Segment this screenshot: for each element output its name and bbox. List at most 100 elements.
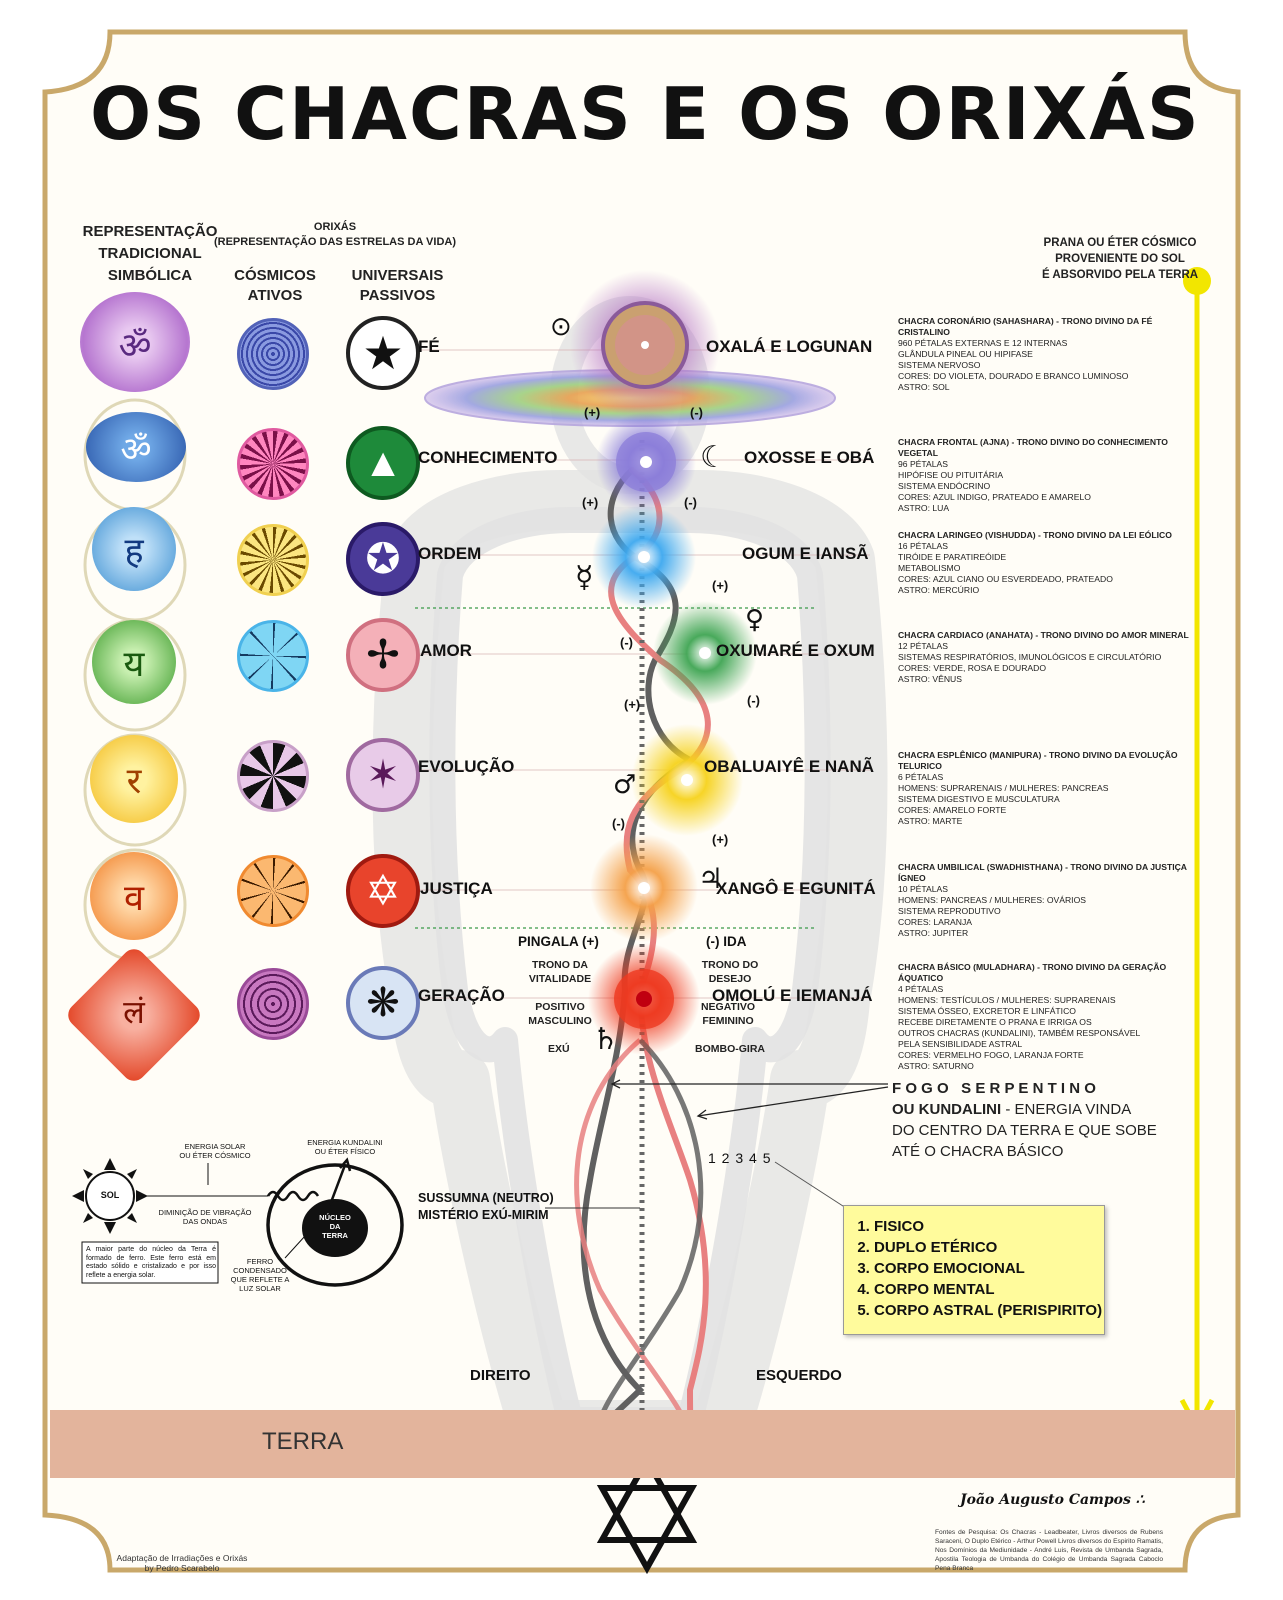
kundalini-heading: F O G O S E R P E N T I N O <box>892 1080 1096 1097</box>
solar-plexus-symbol-glyph: र <box>126 761 142 802</box>
info-line: SISTEMA REPRODUTIVO <box>898 906 1001 916</box>
ida-label: (-) IDA <box>706 934 747 949</box>
orixas-header-subtitle: (REPRESENTAÇÃO DAS ESTRELAS DA VIDA) <box>213 236 457 248</box>
polarity-minus: (-) <box>690 405 703 420</box>
info-title: CHACRA CORONÁRIO (SAHASHARA) - TRONO DIV… <box>898 316 1153 337</box>
orixa-oxala-logunan: OXALÁ E LOGUNAN <box>706 337 873 356</box>
info-esplenico: CHACRA ESPLÊNICO (MANIPURA) - TRONO DIVI… <box>898 750 1198 827</box>
info-line: METABOLISMO <box>898 563 961 573</box>
saturn-glyph-icon: ♄ <box>592 1022 619 1057</box>
info-coronario: CHACRA CORONÁRIO (SAHASHARA) - TRONO DIV… <box>898 316 1198 393</box>
cosmic-spiral-icon <box>237 318 309 390</box>
trono-vitalidade-line: VITALIDADE <box>528 973 592 985</box>
star-five-icon: ★ <box>346 316 420 390</box>
energia-solar-line: ENERGIA SOLAR <box>184 1142 246 1151</box>
symbolic-header-line: SIMBÓLICA <box>107 267 193 284</box>
info-line: ASTRO: LUA <box>898 503 950 513</box>
crown-symbol-icon <box>80 292 190 392</box>
info-line: CORES: VERDE, ROSA E DOURADO <box>898 663 1047 673</box>
prana-header-line: PRANA OU ÉTER CÓSMICO <box>1043 237 1197 249</box>
info-laringeo: CHACRA LARINGEO (VISHUDDA) - TRONO DIVIN… <box>898 530 1198 596</box>
body-item: CORPO ASTRAL (PERISPIRITO) <box>874 1300 1104 1321</box>
sacral-symbol-icon <box>90 852 178 940</box>
info-line: 960 PÉTALAS EXTERNAS E 12 INTERNAS <box>898 338 1068 348</box>
polarity-plus: (+) <box>624 697 641 712</box>
info-cardiaco: CHACRA CARDIACO (ANAHATA) - TRONO DIVINO… <box>898 630 1198 685</box>
trono-vitalidade-label: TRONO DA VITALIDADE <box>520 958 600 986</box>
virtue-fe: FÉ <box>418 337 440 356</box>
cosmic-header: CÓSMICOS ATIVOS <box>225 266 325 306</box>
info-title: CHACRA FRONTAL (AJNA) - TRONO DIVINO DO … <box>898 437 1168 458</box>
sussumna-label: SUSSUMNA (NEUTRO) MISTÉRIO EXÚ-MIRIM <box>418 1190 554 1224</box>
info-line: ASTRO: MERCÚRIO <box>898 585 980 595</box>
cosmic-flower-icon <box>237 428 309 500</box>
info-line: CORES: AZUL INDIGO, PRATEADO E AMARELO <box>898 492 1091 502</box>
symbolic-header-line: TRADICIONAL <box>98 245 202 262</box>
symbolic-header-line: REPRESENTAÇÃO <box>82 223 218 240</box>
energia-solar-line: OU ÉTER CÓSMICO <box>179 1151 251 1160</box>
hexagram-icon: ✡ <box>346 854 420 928</box>
info-line: 4 PÉTALAS <box>898 984 944 994</box>
cosmic-sun-icon <box>237 855 309 927</box>
info-frontal: CHACRA FRONTAL (AJNA) - TRONO DIVINO DO … <box>898 437 1198 514</box>
nucleo-line: NÚCLEO <box>319 1213 351 1222</box>
info-line: SISTEMAS RESPIRATÓRIOS, IMUNOLÓGICOS E C… <box>898 652 1162 662</box>
bodies-list-box: FISICO DUPLO ETÉRICO CORPO EMOCIONAL COR… <box>843 1205 1105 1335</box>
polarity-plus: (+) <box>712 578 729 593</box>
trono-desejo-line: DESEJO <box>708 973 752 985</box>
info-line: HIPÓFISE OU PITUITÁRIA <box>898 470 1004 480</box>
info-title: CHACRA UMBILICAL (SWADHISTHANA) - TRONO … <box>898 862 1187 883</box>
prana-header-line: PROVENIENTE DO SOL <box>1055 253 1185 265</box>
throat-symbol-icon <box>92 507 176 591</box>
orixa-oxosse-oba: OXOSSE E OBÁ <box>744 448 875 467</box>
info-line: SISTEMA ÓSSEO, EXCRETOR E LINFÁTICO <box>898 1006 1076 1016</box>
ferro-label: FERRO CONDENSADO QUE REFLETE A LUZ SOLAR <box>225 1257 295 1293</box>
kundalini-bold: OU KUNDALINI <box>892 1101 1002 1118</box>
info-line: GLÂNDULA PINEAL OU HIPIFASE <box>898 349 1033 359</box>
orixa-obaluaiye-nana: OBALUAIYÊ E NANÃ <box>704 757 875 776</box>
third-eye-symbol-glyph: ॐ <box>120 430 152 470</box>
heart-symbol-glyph: य <box>123 644 145 685</box>
info-umbilical: CHACRA UMBILICAL (SWADHISTHANA) - TRONO … <box>898 862 1198 939</box>
negativo-line: NEGATIVO <box>700 1001 756 1013</box>
adaptation-line: by Pedro Scarabelo <box>144 1563 220 1573</box>
info-line: CORES: VERMELHO FOGO, LARANJA FORTE <box>898 1050 1084 1060</box>
positivo-line: POSITIVO <box>535 1001 585 1013</box>
sussumna-line: SUSSUMNA (NEUTRO) <box>418 1191 554 1205</box>
moon-glyph-icon: ☾ <box>700 440 727 475</box>
exu-label: EXÚ <box>548 1043 570 1055</box>
terra-band <box>50 1410 1235 1478</box>
ferro-line: CONDENSADO <box>233 1266 287 1275</box>
info-line: 16 PÉTALAS <box>898 541 948 551</box>
star-circle-icon: ✪ <box>346 522 420 596</box>
info-title: CHACRA ESPLÊNICO (MANIPURA) - TRONO DIVI… <box>898 750 1178 771</box>
info-line: 6 PÉTALAS <box>898 772 944 782</box>
virtue-amor: AMOR <box>420 641 472 660</box>
info-line: ASTRO: MARTE <box>898 816 963 826</box>
info-basico: CHACRA BÁSICO (MULADHARA) - TRONO DIVINO… <box>898 962 1198 1072</box>
trono-vitalidade-line: TRONO DA <box>532 959 588 971</box>
root-symbol-glyph: लं <box>123 993 145 1031</box>
universal-header-line: UNIVERSAIS <box>351 267 444 284</box>
diminicao-label: DIMINIÇÃO DE VIBRAÇÃO DAS ONDAS <box>150 1208 260 1226</box>
solar-plexus-symbol-icon <box>90 735 178 823</box>
terra-label: TERRA <box>262 1428 344 1455</box>
energia-kundalini-label: ENERGIA KUNDALINI OU ÉTER FÍSICO <box>300 1138 390 1156</box>
negativo-line: FEMININO <box>702 1015 754 1027</box>
bodies-numbers: 1 2 3 4 5 <box>708 1150 772 1166</box>
ferro-line: QUE REFLETE A <box>230 1275 290 1284</box>
body-item: CORPO EMOCIONAL <box>874 1258 1104 1279</box>
info-line: CORES: LARANJA <box>898 917 973 927</box>
info-line: SISTEMA NERVOSO <box>898 360 981 370</box>
diminicao-line: DIMINIÇÃO DE VIBRAÇÃO <box>158 1208 252 1217</box>
orixa-omolu-iemanja: OMOLÚ E IEMANJÁ <box>712 986 873 1005</box>
trono-desejo-label: TRONO DO DESEJO <box>690 958 770 986</box>
info-line: TIRÓIDE E PARATIREÓIDE <box>898 552 1007 562</box>
cosmic-cross-icon <box>237 740 309 812</box>
kundalini-line: DO CENTRO DA TERRA E QUE SOBE <box>892 1122 1157 1139</box>
info-title: CHACRA CARDIACO (ANAHATA) - TRONO DIVINO… <box>898 630 1189 640</box>
venus-glyph-icon: ♀ <box>745 605 765 635</box>
negativo-label: NEGATIVO FEMININO <box>688 1000 768 1028</box>
info-line: HOMENS: PANCREAS / MULHERES: OVÁRIOS <box>898 895 1086 905</box>
